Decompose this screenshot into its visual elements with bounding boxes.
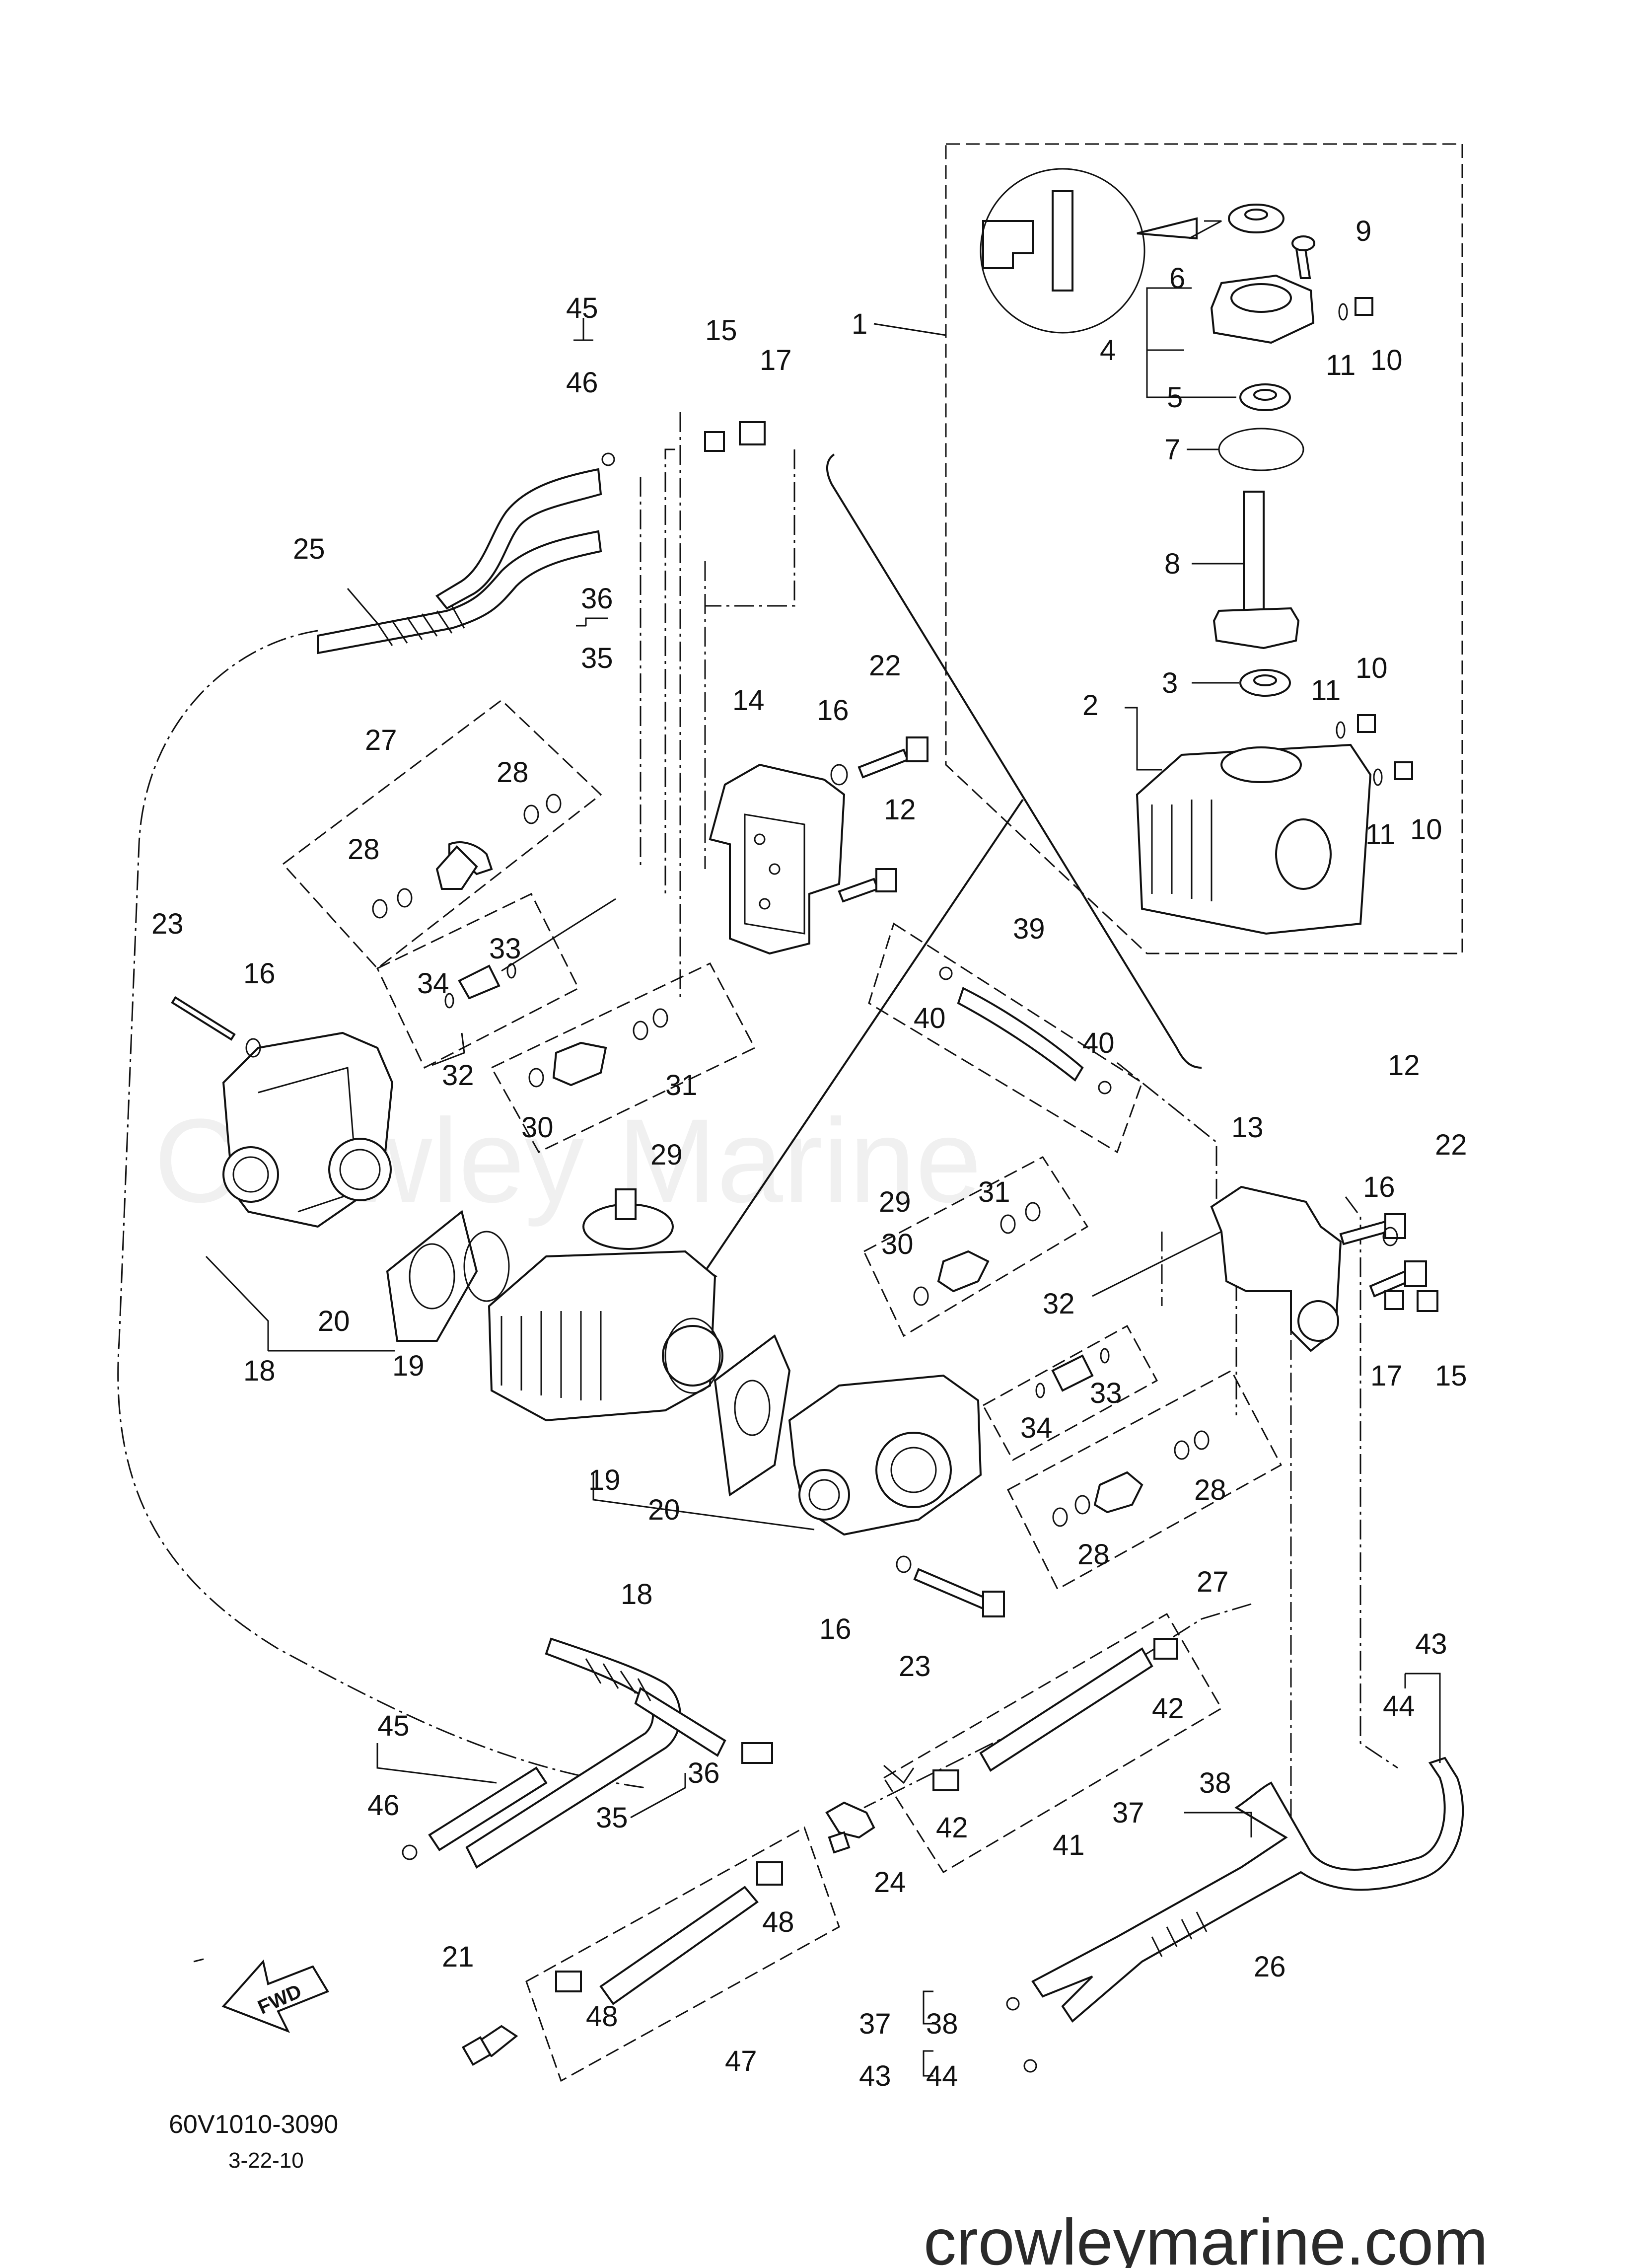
callout-35a: 35 <box>581 642 613 674</box>
callout-34a: 34 <box>417 967 449 1000</box>
callout-19b: 19 <box>588 1464 621 1496</box>
callout-21: 21 <box>442 1941 474 1973</box>
callout-8: 8 <box>1164 548 1180 580</box>
callout-20b: 20 <box>648 1494 680 1526</box>
callout-44a: 44 <box>1383 1690 1415 1722</box>
callout-40a: 40 <box>914 1002 946 1034</box>
callout-46b: 46 <box>367 1789 400 1822</box>
callout-27a: 27 <box>365 724 397 756</box>
callout-28b: 28 <box>348 833 380 866</box>
callout-labels: 1 2 3 4 5 6 7 8 9 10 10 10 11 11 11 12 1… <box>151 215 1467 2092</box>
callout-25: 25 <box>293 533 325 565</box>
callout-17a: 17 <box>760 344 792 376</box>
callout-17b: 17 <box>1370 1360 1403 1392</box>
callout-35b: 35 <box>596 1802 628 1834</box>
callout-45a: 45 <box>566 292 598 324</box>
callout-28a: 28 <box>497 756 529 789</box>
callout-4: 4 <box>1100 334 1116 366</box>
callout-33a: 33 <box>489 933 521 965</box>
pump-assembly-inset <box>873 143 1463 954</box>
callout-43a: 43 <box>1415 1628 1447 1660</box>
callout-38b: 38 <box>926 2008 958 2040</box>
callout-32b: 32 <box>1043 1288 1075 1320</box>
callout-32a: 32 <box>442 1059 474 1092</box>
callout-6: 6 <box>1169 262 1185 294</box>
callout-48a: 48 <box>762 1906 794 1938</box>
pump-body-center <box>488 1188 723 1422</box>
callout-7: 7 <box>1164 434 1180 466</box>
callout-36b: 36 <box>688 1757 720 1789</box>
callout-28d: 28 <box>1077 1538 1110 1571</box>
callout-14: 14 <box>732 684 765 717</box>
callout-38a: 38 <box>1199 1767 1231 1799</box>
callout-11a: 11 <box>1326 349 1356 381</box>
routing-line-left <box>640 412 795 1001</box>
callout-23b: 23 <box>899 1650 931 1683</box>
callout-36a: 36 <box>581 583 613 615</box>
callout-10a: 10 <box>1370 344 1403 376</box>
callout-30b: 30 <box>881 1228 914 1260</box>
callout-34b: 34 <box>1020 1412 1053 1444</box>
callout-42b: 42 <box>936 1812 968 1844</box>
forward-arrow: FWD <box>221 1959 329 2033</box>
callout-33b: 33 <box>1090 1377 1122 1409</box>
callout-11c: 11 <box>1365 818 1395 851</box>
callout-1: 1 <box>852 308 867 340</box>
callout-41: 41 <box>1053 1829 1085 1861</box>
callout-23a: 23 <box>151 908 184 940</box>
throttle-body-right <box>788 1374 982 1536</box>
callout-15b: 15 <box>1435 1360 1467 1392</box>
hose-26 <box>1006 1756 1464 2073</box>
callout-30a: 30 <box>521 1111 554 1144</box>
callout-45b: 45 <box>377 1710 410 1742</box>
callout-37b: 37 <box>859 2008 891 2040</box>
callout-22a: 22 <box>869 650 901 682</box>
callout-39: 39 <box>1013 913 1045 945</box>
throttle-body-left <box>171 996 394 1228</box>
callout-15a: 15 <box>705 314 737 347</box>
part-code: 60V1010-3090 <box>169 2110 338 2139</box>
callout-12b: 12 <box>1388 1049 1420 1082</box>
callout-29b: 29 <box>879 1186 911 1218</box>
callout-46a: 46 <box>566 366 598 399</box>
callout-31b: 31 <box>978 1176 1010 1208</box>
callout-31a: 31 <box>665 1069 698 1101</box>
callout-19a: 19 <box>392 1350 425 1382</box>
callout-16d: 16 <box>819 1613 852 1645</box>
callout-43b: 43 <box>859 2060 891 2092</box>
callout-20a: 20 <box>318 1305 350 1337</box>
callout-22b: 22 <box>1435 1129 1467 1161</box>
callout-3: 3 <box>1162 667 1178 699</box>
callout-5: 5 <box>1167 381 1183 414</box>
callout-44b: 44 <box>926 2060 958 2092</box>
callout-29a: 29 <box>650 1139 683 1171</box>
callout-48b: 48 <box>586 2000 618 2033</box>
callout-11b: 11 <box>1311 674 1341 707</box>
callout-10b: 10 <box>1356 652 1388 684</box>
hose-25 <box>317 468 602 655</box>
bracket-14 <box>709 763 846 955</box>
callout-42a: 42 <box>1152 1692 1184 1725</box>
callout-28c: 28 <box>1194 1474 1226 1506</box>
diagram-date: 3-22-10 <box>228 2148 304 2173</box>
callout-16c: 16 <box>1363 1171 1395 1203</box>
callout-13: 13 <box>1231 1111 1264 1144</box>
callout-12a: 12 <box>884 794 916 826</box>
callout-37a: 37 <box>1112 1797 1144 1829</box>
callout-18a: 18 <box>243 1355 276 1387</box>
callout-18b: 18 <box>621 1578 653 1610</box>
callout-10c: 10 <box>1410 813 1442 846</box>
website-footer: crowleymarine.com <box>924 2205 1488 2268</box>
callout-24: 24 <box>874 1866 906 1899</box>
callout-16b: 16 <box>243 957 276 990</box>
callout-16a: 16 <box>817 694 849 727</box>
callout-26: 26 <box>1254 1951 1286 1983</box>
callout-2: 2 <box>1082 689 1098 722</box>
callout-40b: 40 <box>1082 1027 1115 1059</box>
callout-27b: 27 <box>1197 1566 1229 1598</box>
callout-47: 47 <box>725 2045 757 2077</box>
callout-9: 9 <box>1356 215 1371 247</box>
